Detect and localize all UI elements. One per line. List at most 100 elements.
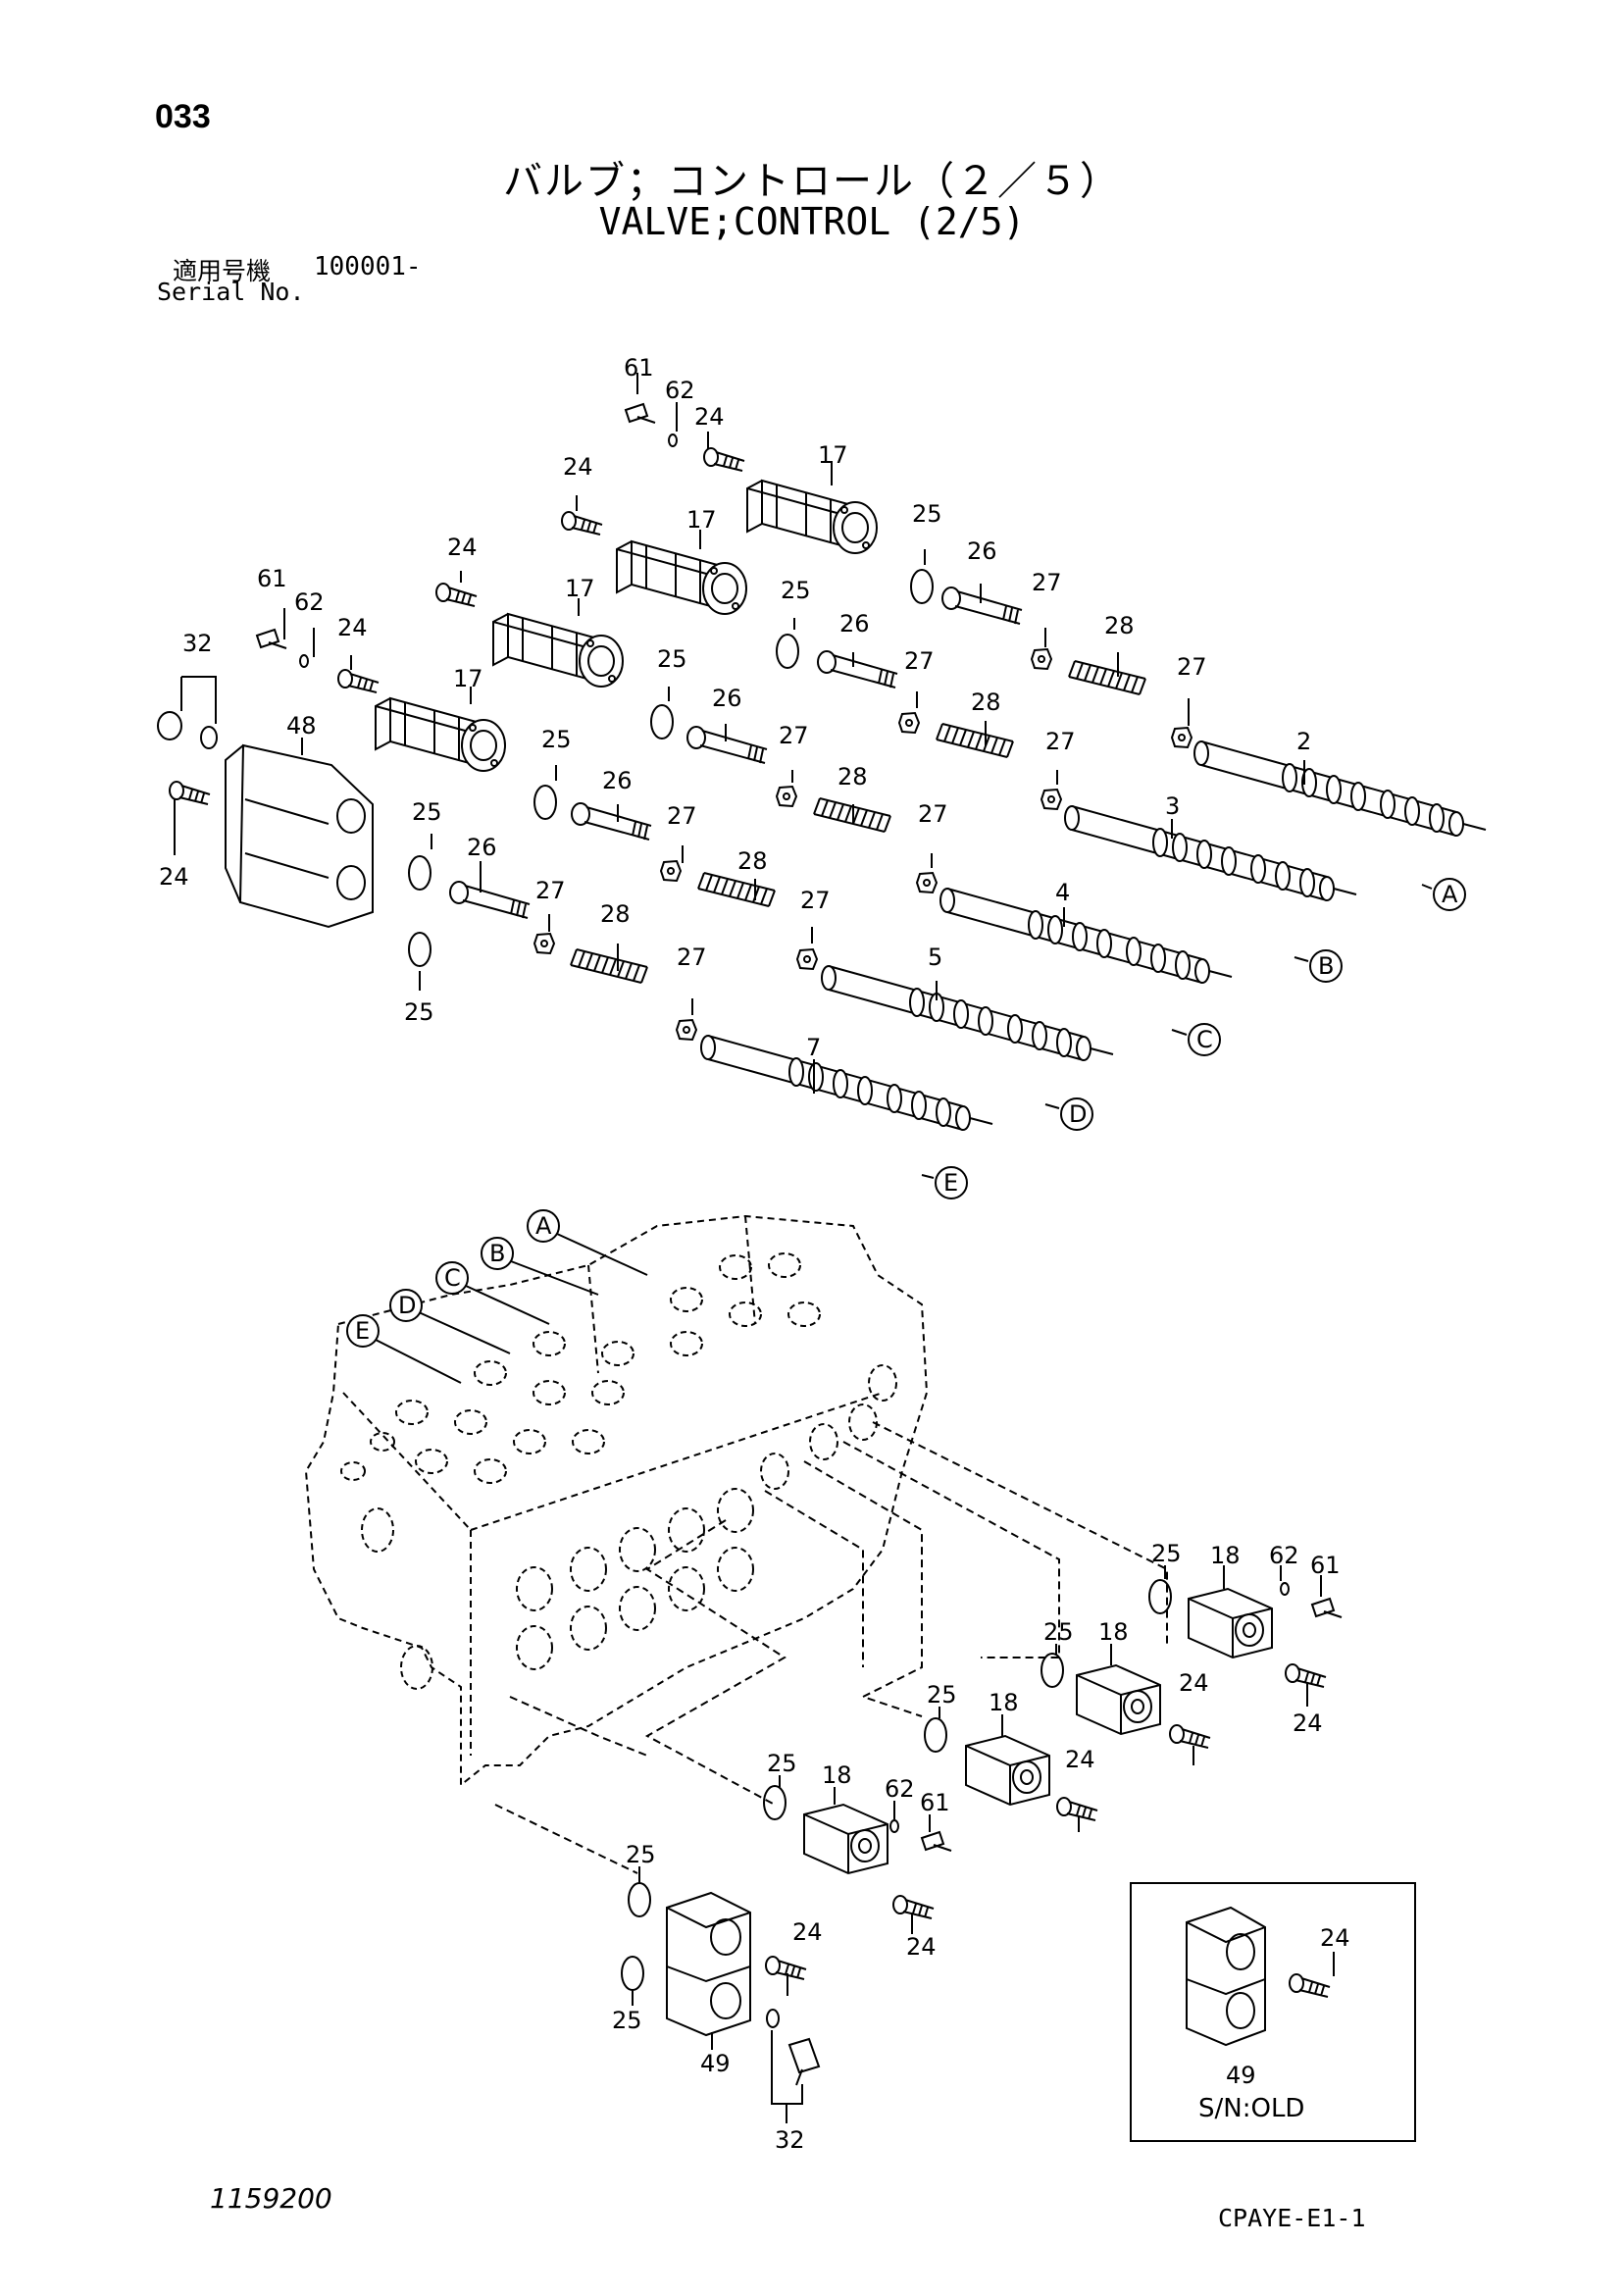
tag-e-body [346, 1314, 380, 1348]
callout-62: 62 [1269, 1542, 1299, 1569]
tag-a-top [1433, 878, 1466, 911]
letter-a-body: A [535, 1212, 552, 1240]
callout-24: 24 [906, 1933, 937, 1961]
callout-25: 25 [541, 726, 572, 753]
letter-e-body: E [355, 1317, 370, 1345]
callout-26: 26 [602, 767, 633, 794]
callout-24: 24 [1293, 1709, 1323, 1737]
callout-24: 24 [792, 1918, 823, 1946]
callout-62: 62 [294, 588, 325, 616]
callout-27: 27 [535, 877, 566, 904]
callout-3: 3 [1165, 792, 1180, 820]
inset-callout-49: 49 [1226, 2062, 1256, 2089]
tag-e-top [935, 1166, 968, 1199]
callout-27: 27 [904, 647, 935, 675]
letter-d-body: D [398, 1292, 416, 1319]
callout-27: 27 [779, 722, 809, 749]
callout-24: 24 [1179, 1669, 1209, 1697]
callout-28: 28 [737, 847, 768, 875]
callout-26: 26 [967, 537, 997, 565]
callout-24: 24 [694, 403, 725, 431]
callout-17: 17 [565, 575, 595, 602]
callout-2: 2 [1296, 728, 1311, 755]
callout-62: 62 [885, 1775, 915, 1803]
callout-25: 25 [927, 1681, 957, 1709]
callout-17: 17 [686, 506, 717, 534]
sheet-code: CPAYE-E1-1 [1218, 2204, 1366, 2232]
callout-27: 27 [918, 800, 948, 828]
callout-28: 28 [600, 900, 631, 928]
callout-18: 18 [989, 1689, 1019, 1716]
page-title-jp: バルブ；コントロール（２／５） [503, 159, 1121, 204]
tag-b-top [1309, 949, 1343, 983]
callout-25: 25 [412, 798, 442, 826]
tag-c-top [1188, 1023, 1221, 1056]
serial-value: 100001- [314, 252, 422, 281]
callout-25: 25 [657, 645, 687, 673]
callout-25: 25 [626, 1841, 656, 1868]
letter-b-body: B [489, 1240, 505, 1267]
letter-e-top: E [943, 1169, 958, 1197]
letter-c-body: C [444, 1264, 461, 1292]
callout-24: 24 [447, 534, 478, 561]
callout-25: 25 [404, 998, 434, 1026]
callout-27: 27 [800, 887, 831, 914]
callout-4: 4 [1055, 879, 1070, 906]
serial-label-jp: 適用号機 [173, 257, 272, 285]
callout-25: 25 [912, 500, 942, 528]
callout-24: 24 [1065, 1746, 1095, 1773]
callout-27: 27 [1045, 728, 1076, 755]
inset-box [1130, 1882, 1416, 2142]
callout-27: 27 [667, 802, 697, 830]
callout-49: 49 [700, 2050, 731, 2077]
callout-27: 27 [1032, 569, 1062, 596]
inset-caption: S/N:OLD [1198, 2094, 1304, 2123]
callout-61: 61 [1310, 1552, 1341, 1579]
callout-27: 27 [1177, 653, 1207, 681]
callout-28: 28 [837, 763, 868, 791]
letter-b-top: B [1318, 952, 1334, 980]
callout-24: 24 [337, 614, 368, 641]
callout-18: 18 [822, 1761, 852, 1789]
callout-24: 24 [563, 453, 593, 481]
callout-61: 61 [920, 1789, 950, 1816]
callout-62: 62 [665, 377, 695, 404]
callout-18: 18 [1098, 1618, 1129, 1646]
callout-26: 26 [467, 834, 497, 861]
callout-17: 17 [818, 441, 848, 469]
letter-a-top: A [1442, 881, 1458, 908]
callout-32: 32 [775, 2126, 805, 2154]
callout-25: 25 [781, 577, 811, 604]
callout-17: 17 [453, 665, 483, 692]
page-title-en: VALVE;CONTROL (2/5) [598, 200, 1026, 243]
callout-7: 7 [806, 1034, 821, 1061]
callout-61: 61 [624, 354, 654, 382]
tag-d-body [389, 1289, 423, 1322]
callout-61: 61 [257, 565, 287, 592]
serial-label-en: Serial No. [157, 278, 305, 306]
page-number: 033 [155, 98, 211, 135]
callout-28: 28 [1104, 612, 1135, 639]
callout-25: 25 [1043, 1618, 1074, 1646]
inset-callout-24: 24 [1320, 1924, 1350, 1952]
tag-a-body [527, 1209, 560, 1243]
callout-28: 28 [971, 689, 1001, 716]
letter-c-top: C [1196, 1026, 1213, 1053]
callout-32: 32 [182, 630, 213, 657]
tag-c-body [435, 1261, 469, 1295]
callout-27: 27 [677, 944, 707, 971]
callout-25: 25 [767, 1750, 797, 1777]
drawing-id: 1159200 [210, 2182, 332, 2215]
callout-48: 48 [286, 712, 317, 740]
callout-26: 26 [712, 685, 742, 712]
tag-b-body [481, 1237, 514, 1270]
callout-26: 26 [839, 610, 870, 638]
callout-25: 25 [1151, 1540, 1182, 1567]
callout-18: 18 [1210, 1542, 1241, 1569]
letter-d-top: D [1069, 1100, 1087, 1128]
callout-5: 5 [928, 944, 942, 971]
tag-d-top [1060, 1097, 1093, 1131]
callout-25: 25 [612, 2007, 642, 2034]
